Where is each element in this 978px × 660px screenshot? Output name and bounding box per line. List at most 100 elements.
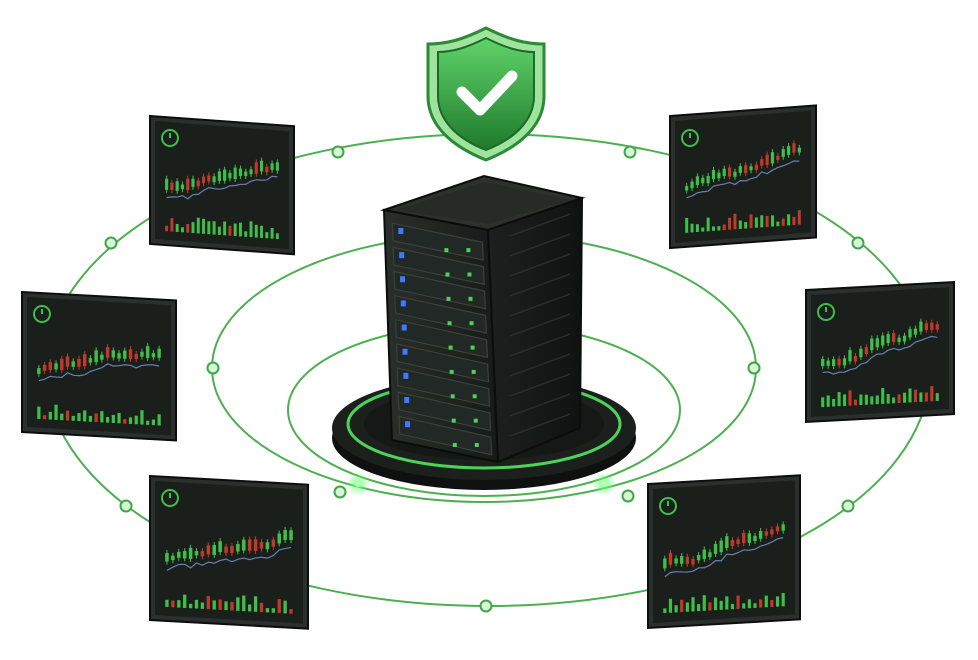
volume-bar <box>770 215 775 227</box>
candle <box>902 335 907 342</box>
server-unit <box>398 415 493 456</box>
volume-bar <box>701 227 705 232</box>
volume-bar <box>897 394 901 404</box>
volume-bar <box>702 595 706 611</box>
candle <box>924 323 928 330</box>
server-status-dot <box>471 369 476 374</box>
volume-bar <box>54 404 58 420</box>
volume-bar <box>212 221 216 235</box>
candle <box>230 546 234 553</box>
candle <box>165 553 169 562</box>
candle <box>826 360 830 366</box>
shield-check-icon <box>426 26 546 162</box>
server-status-dot <box>452 443 457 448</box>
candle <box>265 542 270 550</box>
trend-line <box>166 546 292 571</box>
volume-bar <box>188 603 193 609</box>
volume-bar <box>230 601 234 611</box>
candle <box>770 152 775 164</box>
volume-bar <box>770 599 774 607</box>
volume-bar <box>212 600 216 610</box>
volume-bar <box>881 388 885 404</box>
candle <box>736 539 740 545</box>
volume-bar <box>792 216 796 226</box>
clock-icon <box>659 497 677 515</box>
candle <box>691 559 695 565</box>
candle <box>848 350 852 362</box>
candle <box>249 169 253 175</box>
volume-bar <box>781 218 785 226</box>
server-status-dot <box>445 272 450 277</box>
volume-bar <box>244 231 248 237</box>
volume-bar <box>249 221 253 238</box>
volume-bar <box>77 413 81 422</box>
candle <box>105 347 110 358</box>
volume-bar <box>140 410 144 425</box>
candle <box>128 349 133 359</box>
candle <box>42 364 47 371</box>
volume-bar <box>207 221 211 235</box>
volume-bar <box>83 410 87 422</box>
volume-bar <box>674 605 678 613</box>
volume-bar <box>165 225 169 232</box>
volume-bar <box>908 388 912 403</box>
volume-bar <box>886 394 890 404</box>
candle <box>207 175 211 182</box>
volume-bar <box>260 225 264 238</box>
volume-bar <box>228 225 232 236</box>
volume-bar <box>719 600 723 610</box>
candle <box>919 321 923 332</box>
clock-icon <box>161 129 179 147</box>
orbit-node <box>331 145 345 159</box>
volume-bar <box>859 394 863 406</box>
volume-bar <box>183 594 187 608</box>
candle <box>663 558 667 569</box>
candle <box>742 532 746 544</box>
candle <box>717 172 721 179</box>
volume-bar <box>708 602 712 611</box>
clock-icon <box>817 303 835 321</box>
candle <box>792 143 796 153</box>
candle <box>270 163 274 170</box>
candle <box>897 337 901 342</box>
volume-bar <box>680 599 684 613</box>
volume-bar <box>935 393 939 401</box>
server-status-dot <box>449 369 454 374</box>
monitor-screen <box>811 287 949 417</box>
volume-bar <box>123 419 127 424</box>
volume-bar <box>775 596 780 607</box>
volume-bar <box>733 213 737 230</box>
orbit-node <box>747 361 761 375</box>
volume-bar <box>685 602 689 612</box>
candle <box>200 551 205 557</box>
server-status-dot <box>444 248 449 253</box>
server-unit <box>395 343 490 383</box>
volume-bar <box>88 415 93 422</box>
volume-bar <box>711 226 716 231</box>
monitor-screen <box>653 480 795 623</box>
candle <box>760 159 764 166</box>
server-unit <box>396 367 491 407</box>
candle <box>725 536 729 548</box>
candle <box>140 351 144 357</box>
orbit-node <box>333 485 347 499</box>
server-status-dot <box>468 296 473 301</box>
server-unit <box>392 246 485 286</box>
candle <box>859 348 863 358</box>
candle <box>71 361 75 367</box>
volume-bar <box>730 603 735 610</box>
trend-line <box>822 335 938 375</box>
candle <box>224 546 228 553</box>
candle <box>196 180 200 187</box>
candle <box>935 324 939 330</box>
candle <box>875 338 879 348</box>
candle <box>696 554 701 561</box>
monitor-mid-left <box>21 290 177 442</box>
candle <box>165 178 169 190</box>
candle <box>719 540 723 553</box>
candle <box>37 368 41 374</box>
volume-bar <box>742 603 746 609</box>
volume-bar <box>200 602 205 609</box>
volume-bar <box>289 609 293 614</box>
volume-bar <box>826 395 830 407</box>
